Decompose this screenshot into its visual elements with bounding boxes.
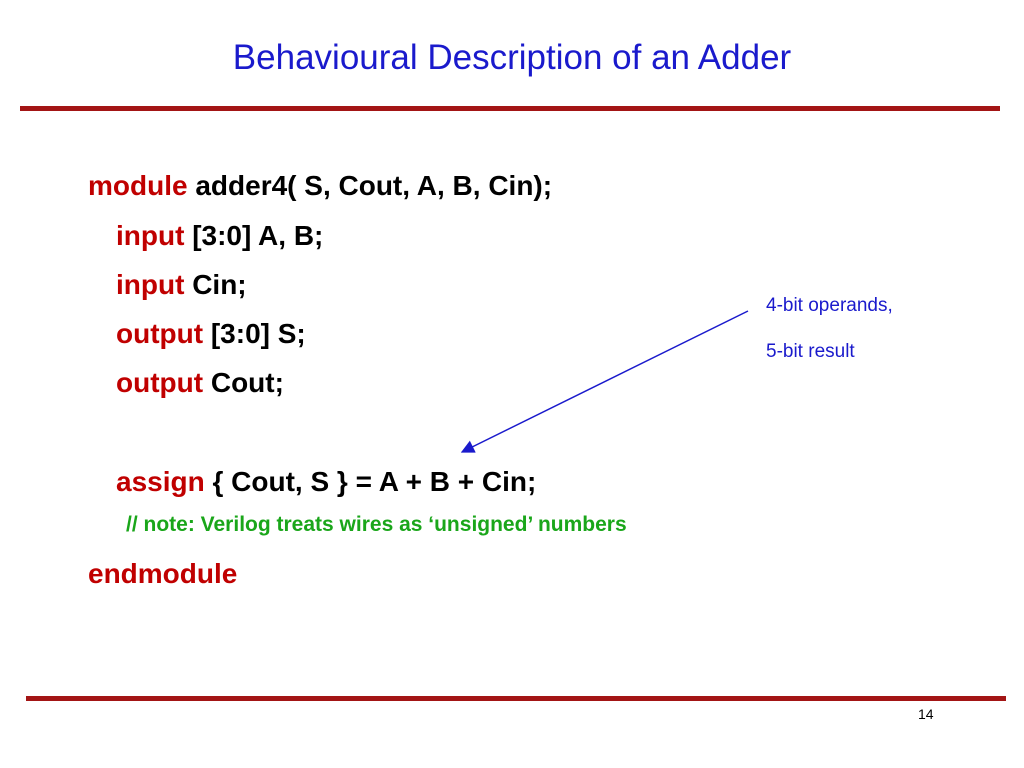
- keyword-module: module: [88, 170, 188, 201]
- top-divider: [20, 106, 1000, 111]
- code-line-output-cout: output Cout;: [116, 367, 284, 399]
- annotation-line-2: 5-bit result: [766, 341, 855, 362]
- keyword-output: output: [116, 318, 204, 349]
- code-text: { Cout, S } = A + B + Cin;: [204, 466, 537, 497]
- code-text: adder4( S, Cout, A, B, Cin);: [187, 170, 553, 201]
- code-line-input-cin: input Cin;: [116, 269, 247, 301]
- code-text: Cin;: [184, 269, 247, 300]
- annotation-line-1: 4-bit operands,: [766, 295, 893, 316]
- code-text: [3:0] S;: [203, 318, 306, 349]
- keyword-assign: assign: [116, 466, 205, 497]
- keyword-endmodule: endmodule: [88, 558, 238, 589]
- keyword-input: input: [116, 220, 185, 251]
- keyword-input: input: [116, 269, 185, 300]
- code-line-input-ab: input [3:0] A, B;: [116, 220, 323, 252]
- code-line-output-s: output [3:0] S;: [116, 318, 306, 350]
- code-text: Cout;: [203, 367, 284, 398]
- bottom-divider: [26, 696, 1006, 701]
- code-line-assign: assign { Cout, S } = A + B + Cin;: [116, 466, 536, 498]
- page-number: 14: [918, 706, 934, 722]
- slide-title: Behavioural Description of an Adder: [232, 38, 792, 77]
- code-comment: // note: Verilog treats wires as ‘unsign…: [126, 513, 627, 536]
- keyword-output: output: [116, 367, 204, 398]
- code-text: [3:0] A, B;: [184, 220, 324, 251]
- code-line-module: module adder4( S, Cout, A, B, Cin);: [88, 170, 552, 202]
